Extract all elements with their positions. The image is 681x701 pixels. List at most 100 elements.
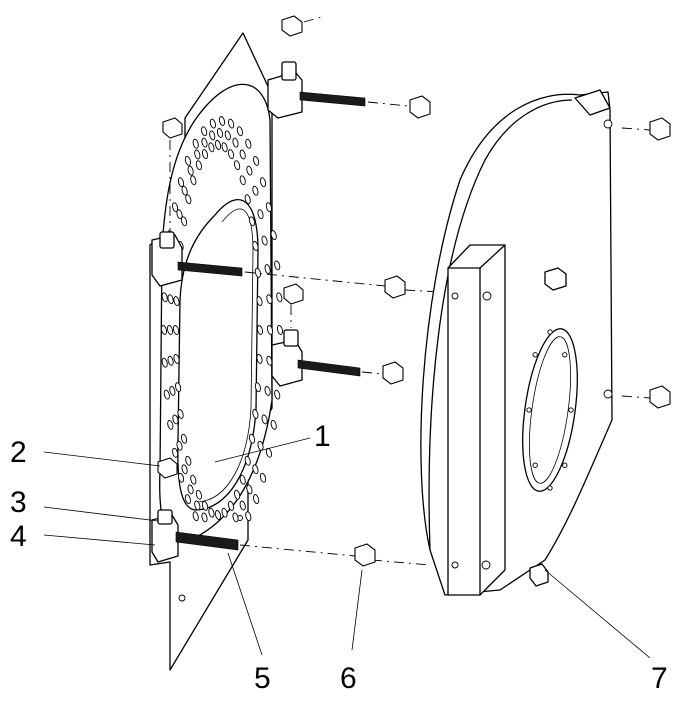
perforation-hole	[236, 126, 243, 137]
perforation-hole	[161, 292, 168, 303]
perforation-hole	[209, 118, 216, 129]
perforation-hole	[167, 355, 174, 366]
perforation-hole	[239, 149, 246, 160]
perforation-hole	[180, 433, 188, 444]
perforation-hole	[167, 294, 174, 305]
perforation-hole	[232, 137, 239, 148]
housing-cover	[420, 89, 613, 596]
perforation-hole	[185, 455, 192, 466]
perforation-hole	[276, 292, 283, 303]
perforation-hole	[244, 194, 251, 205]
perforation-hole	[248, 433, 256, 444]
perforation-hole	[274, 260, 281, 271]
callout-4: 4	[10, 520, 27, 553]
perforation-hole	[190, 474, 197, 485]
perforation-hole	[173, 353, 180, 364]
perforation-hole	[208, 142, 215, 153]
perforation-hole	[252, 409, 259, 419]
perforation-hole	[177, 409, 184, 419]
perforation-hole	[167, 419, 174, 430]
opening-bolt-hole	[562, 462, 568, 468]
perforation-hole	[259, 177, 267, 188]
perforation-hole	[161, 357, 168, 368]
perforation-hole	[254, 267, 261, 278]
perforation-hole	[245, 138, 252, 149]
perforation-hole	[245, 511, 252, 522]
opening-bolt-hole	[568, 407, 574, 413]
perforation-hole	[252, 185, 259, 196]
perforation-hole	[256, 353, 263, 364]
perforation-hole	[180, 216, 188, 227]
perforation-hole	[201, 149, 209, 160]
perforation-hole	[264, 264, 271, 275]
perforation-hole	[252, 241, 259, 251]
perforation-hole	[253, 494, 260, 505]
perforation-hole	[259, 472, 267, 483]
perforation-hole	[261, 235, 268, 246]
callout-5: 5	[254, 662, 271, 695]
perforation-hole	[187, 165, 194, 176]
perforation-hole	[234, 489, 241, 500]
perforation-hole	[184, 494, 191, 505]
opening-bolt-hole	[532, 462, 538, 468]
leader-lines	[43, 437, 651, 659]
perforation-hole	[195, 160, 202, 171]
perforation-hole	[201, 126, 208, 137]
perforation-hole	[253, 155, 260, 166]
perforation-hole	[176, 440, 183, 451]
perforation-hole	[227, 500, 235, 511]
perforation-hole	[257, 209, 264, 220]
nut-middle-small	[283, 283, 304, 328]
perforation-hole	[201, 137, 208, 148]
perforation-hole	[227, 149, 235, 160]
mounting-plate	[149, 32, 273, 671]
perforation-hole	[209, 130, 216, 141]
perforation-hole	[239, 474, 246, 485]
perforation-hole	[177, 472, 185, 483]
opening-bolt-hole	[526, 407, 532, 413]
perforation-hole	[270, 419, 277, 430]
perforation-hole	[264, 385, 271, 396]
perforation-hole	[214, 510, 222, 520]
callout-6: 6	[340, 662, 357, 695]
callout-3: 3	[10, 486, 27, 519]
loose-nuts	[354, 95, 671, 567]
perforation-hole	[274, 389, 281, 400]
opening-bolt-holes	[526, 329, 574, 491]
opening-bolt-hole	[532, 352, 538, 358]
perforation-hole	[176, 209, 183, 220]
perforation-hole	[190, 175, 197, 186]
perforation-hole	[246, 165, 253, 176]
perforation-hole	[256, 325, 264, 335]
perforation-hole	[194, 149, 201, 160]
perforation-hole	[172, 202, 179, 213]
perforation-hole	[181, 464, 188, 475]
perforation-hole	[194, 500, 201, 511]
perforation-hole	[218, 116, 226, 126]
perforation-hole	[184, 155, 191, 166]
perforation-hole	[266, 325, 274, 335]
perforation-hole	[177, 177, 185, 188]
perforation-hole	[187, 484, 194, 495]
perforation-hole	[192, 138, 199, 149]
top-bracket	[267, 61, 366, 119]
perforation-hole	[252, 464, 259, 475]
nut-lower-left	[157, 457, 178, 479]
perforation-hole	[172, 414, 179, 425]
perforation-hole	[265, 202, 272, 213]
perforation-hole	[221, 142, 228, 153]
perforation-hole	[201, 500, 209, 511]
perforation-hole	[201, 512, 208, 523]
perforation-hole	[221, 507, 228, 518]
perforation-hole	[166, 325, 174, 335]
perforation-hole	[216, 128, 224, 138]
perforation-hole	[172, 325, 180, 335]
perforation-hole	[239, 500, 246, 511]
perforation-hole	[163, 389, 170, 400]
upper-left-bracket	[151, 231, 243, 287]
perforation-hole	[234, 160, 241, 171]
perforation-hole	[266, 294, 273, 305]
callout-1: 1	[314, 420, 331, 453]
